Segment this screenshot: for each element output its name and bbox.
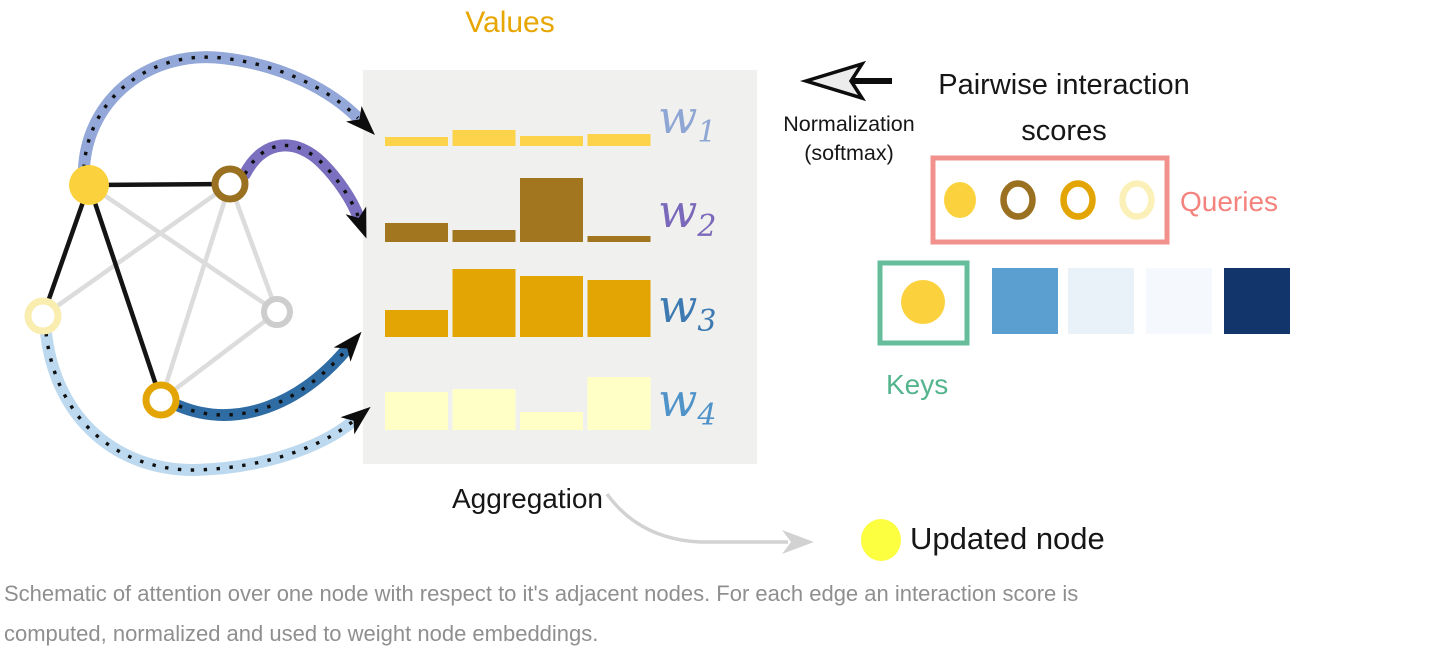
graph-edge-center-right bbox=[87, 183, 279, 314]
value-bar-w3 bbox=[520, 276, 583, 337]
query-node-4 bbox=[1119, 180, 1155, 220]
w2-letter: w bbox=[658, 184, 698, 238]
caption-line2: computed, normalized and used to weight … bbox=[4, 621, 599, 646]
aggregation-label: Aggregation bbox=[452, 483, 604, 514]
graph-edge-left-top bbox=[41, 182, 232, 318]
graph-node-bottom bbox=[142, 381, 180, 419]
key-cell-4 bbox=[1224, 268, 1290, 334]
w2-subscript: 2 bbox=[697, 209, 717, 244]
graph-nodes bbox=[24, 165, 293, 419]
key-cell-2 bbox=[1068, 268, 1134, 334]
query-nodes bbox=[944, 180, 1155, 220]
weight-label-w2: w2 bbox=[658, 186, 762, 252]
graph-edge-top-bottom bbox=[158, 183, 233, 401]
graph-node-top bbox=[211, 165, 249, 203]
weight-label-w1: w1 bbox=[658, 92, 762, 158]
queries-label: Queries bbox=[1180, 186, 1279, 217]
graph-node-center bbox=[69, 165, 109, 205]
value-bar-w4 bbox=[452, 389, 516, 430]
value-bar-w2 bbox=[587, 236, 651, 242]
attention-arrow-w3 bbox=[173, 331, 362, 421]
normalization-arrow bbox=[799, 60, 892, 102]
attention-arrow-w4-dots bbox=[44, 332, 354, 472]
key-cells bbox=[992, 268, 1290, 334]
keys-label: Keys bbox=[886, 369, 949, 400]
graph-edge-center-bottom bbox=[86, 184, 164, 401]
graph-edge-center-top bbox=[88, 181, 231, 188]
weight-label-w3: w3 bbox=[658, 281, 762, 347]
pairwise-interaction-title: Pairwise interaction scores bbox=[938, 69, 1190, 147]
w3-subscript: 3 bbox=[697, 304, 717, 339]
aggregation-arrow bbox=[605, 492, 814, 554]
normalization-label: Normalization (softmax) bbox=[758, 110, 940, 168]
value-bar-w3 bbox=[587, 280, 651, 337]
values-title: Values bbox=[465, 6, 555, 39]
attention-arrows bbox=[40, 51, 375, 477]
graph-edge-bottom-right bbox=[159, 310, 279, 402]
value-bar-w1 bbox=[452, 130, 516, 146]
graph-node-left bbox=[24, 297, 62, 335]
normalization-line2: (softmax) bbox=[804, 141, 894, 165]
value-bar-w4 bbox=[587, 377, 651, 430]
value-bar-w2 bbox=[452, 230, 516, 242]
w1-subscript: 1 bbox=[697, 115, 717, 150]
attention-arrow-w1 bbox=[78, 51, 375, 174]
graph-edge-center-left bbox=[40, 184, 92, 317]
normalization-line1: Normalization bbox=[783, 112, 915, 136]
value-bar-w1 bbox=[385, 137, 448, 146]
weight-label-w4: w4 bbox=[658, 375, 762, 441]
caption-line1: Schematic of attention over one node wit… bbox=[4, 581, 1079, 606]
key-node bbox=[901, 280, 945, 324]
queries-box bbox=[930, 155, 1170, 245]
value-bar-w4 bbox=[520, 412, 583, 430]
value-bar-w3 bbox=[452, 269, 516, 337]
graph-edge-top-right bbox=[227, 183, 280, 313]
value-bar-w4 bbox=[385, 392, 448, 430]
values-bars bbox=[385, 130, 651, 430]
key-cell-3 bbox=[1146, 268, 1212, 334]
w3-letter: w bbox=[658, 279, 698, 333]
graph-node-right bbox=[261, 296, 293, 328]
query-node-2 bbox=[1000, 180, 1036, 220]
value-bar-w2 bbox=[520, 178, 583, 242]
updated-node-circle bbox=[861, 519, 901, 561]
attention-arrow-w2-dots bbox=[243, 143, 360, 217]
key-cell-1 bbox=[992, 268, 1058, 334]
value-bar-w1 bbox=[520, 136, 583, 146]
w4-subscript: 4 bbox=[697, 398, 717, 433]
value-bar-w2 bbox=[385, 223, 448, 242]
updated-node-label: Updated node bbox=[910, 521, 1105, 556]
attention-arrow-w2 bbox=[239, 139, 367, 239]
value-bar-w1 bbox=[587, 134, 651, 146]
query-node-1 bbox=[944, 182, 976, 218]
query-node-3 bbox=[1060, 180, 1096, 220]
w1-letter: w bbox=[658, 90, 698, 144]
w4-letter: w bbox=[658, 373, 698, 427]
value-bar-w3 bbox=[385, 310, 448, 337]
graph-edges bbox=[40, 181, 280, 402]
